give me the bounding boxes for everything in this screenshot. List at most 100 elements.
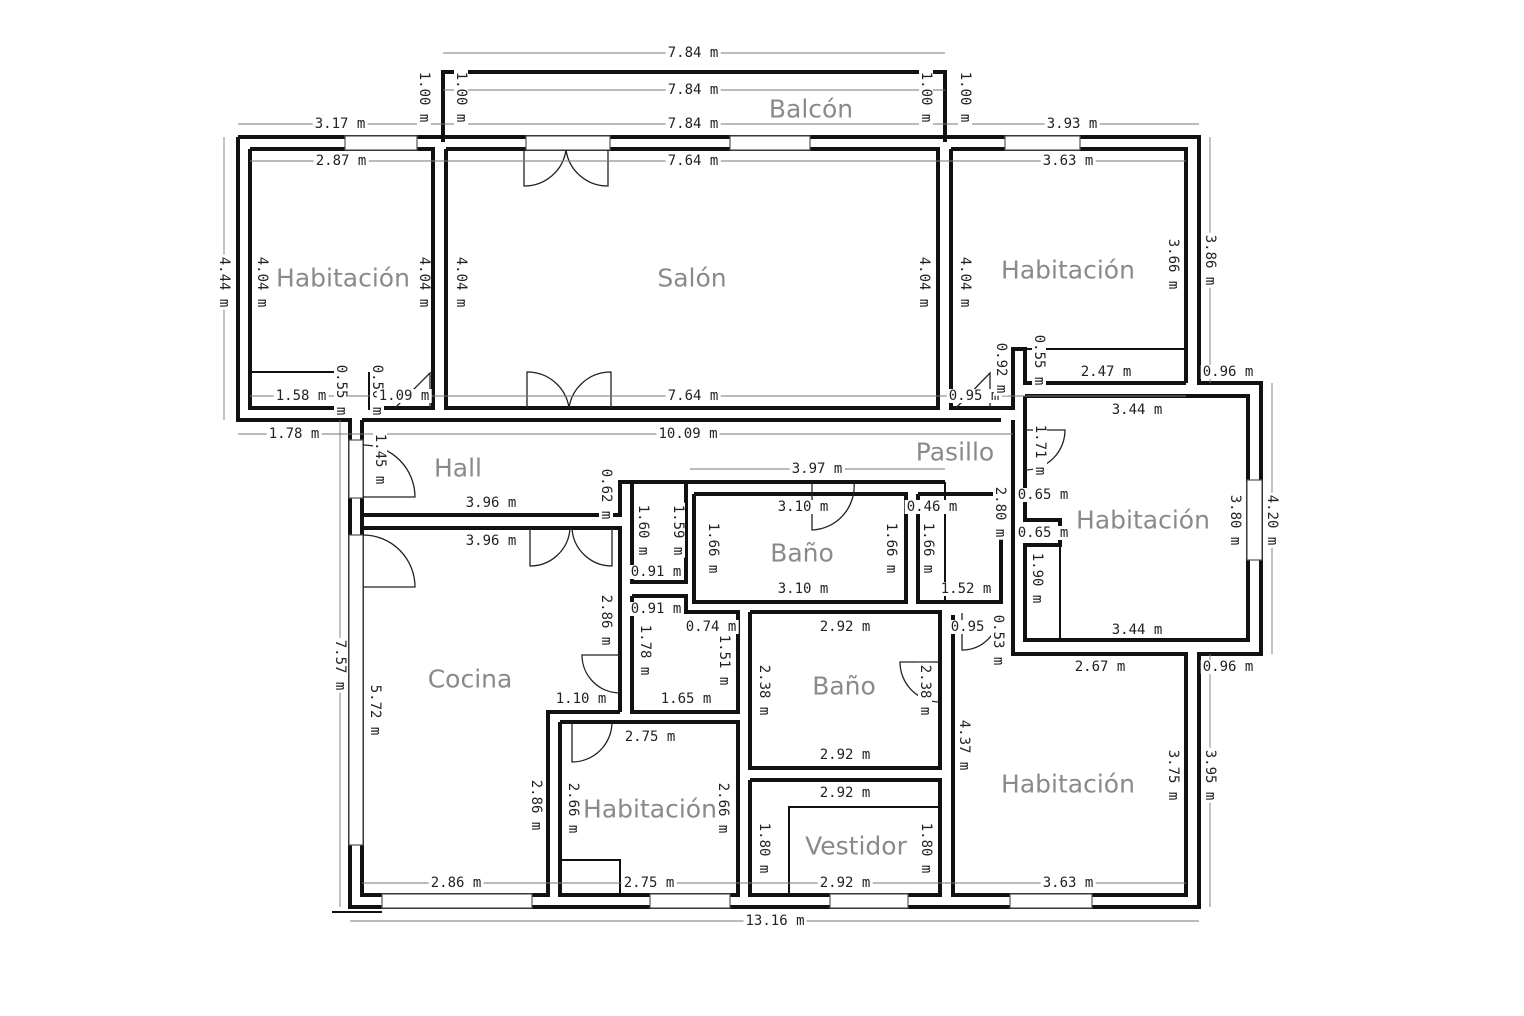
dimension-label: 3.10 m — [775, 581, 831, 597]
dimension-label: 0.46 m — [904, 499, 960, 515]
room-label-habitacion-e: Habitación — [1076, 505, 1210, 535]
dimension-label: 1.66 m — [883, 520, 899, 576]
room-label-habitacion-s: Habitación — [583, 794, 717, 824]
dimension-label: 5.72 m — [367, 682, 383, 738]
dimension-label: 1.66 m — [705, 520, 721, 576]
room-label-hall: Hall — [433, 453, 483, 483]
room-label-bano-1: Baño — [770, 538, 834, 568]
dimension-label: 0.65 m — [1015, 487, 1071, 503]
dimension-label: 2.38 m — [756, 662, 772, 718]
dimension-label: 2.86 m — [428, 875, 484, 891]
room-label-cocina: Cocina — [427, 664, 513, 694]
dimension-label: 3.97 m — [789, 461, 845, 477]
dimension-label: 2.86 m — [528, 777, 544, 833]
dimension-label: 3.63 m — [1040, 875, 1096, 891]
dimension-label: 2.67 m — [1072, 659, 1128, 675]
dimension-label: 2.92 m — [817, 747, 873, 763]
dimension-label: 7.57 m — [332, 637, 348, 693]
dimension-label: 2.75 m — [621, 875, 677, 891]
dimension-label: 1.66 m — [920, 520, 936, 576]
balcony-railing — [441, 70, 947, 142]
room-label-bano-2: Baño — [812, 671, 876, 701]
windows — [344, 135, 1263, 909]
dimension-label: 2.92 m — [817, 619, 873, 635]
dimension-label: 0.92 m — [993, 340, 1009, 396]
dimension-label: 3.44 m — [1109, 402, 1165, 418]
dimension-label: 0.53 m — [990, 612, 1006, 668]
room-label-salon: Salón — [657, 263, 727, 293]
dimension-label: 1.78 m — [266, 426, 322, 442]
dimension-label: 3.17 m — [312, 116, 368, 132]
dimension-label: 3.86 m — [1202, 232, 1218, 288]
dimension-label: 0.95 m — [948, 619, 1004, 635]
room-label-habitacion-nw: Habitación — [276, 263, 410, 293]
dimension-label: 7.84 m — [665, 116, 721, 132]
dimension-label: 2.66 m — [715, 780, 731, 836]
dimension-label: 4.04 m — [254, 254, 270, 310]
dimension-label: 1.09 m — [376, 388, 432, 404]
dimension-label: 0.65 m — [1015, 525, 1071, 541]
dimension-label: 2.80 m — [992, 484, 1008, 540]
dimension-label: 10.09 m — [656, 426, 720, 442]
dimension-label: 1.80 m — [918, 820, 934, 876]
dimension-label: 4.04 m — [916, 254, 932, 310]
dimension-label: 4.04 m — [416, 254, 432, 310]
dimension-label: 2.92 m — [817, 875, 873, 891]
dimension-label: 1.60 m — [635, 502, 651, 558]
dimension-label: 2.75 m — [622, 729, 678, 745]
dimension-label: 1.59 m — [670, 502, 686, 558]
dimension-label: 1.58 m — [273, 388, 329, 404]
dimension-label: 1.51 m — [716, 632, 732, 688]
dimension-label: 1.65 m — [658, 691, 714, 707]
dimension-label: 1.80 m — [756, 820, 772, 876]
dimension-label: 3.96 m — [463, 495, 519, 511]
dimension-label: 2.66 m — [565, 780, 581, 836]
dimension-label: 3.44 m — [1109, 622, 1165, 638]
dimension-label: 0.96 m — [1200, 659, 1256, 675]
dimension-label: 1.90 m — [1029, 550, 1045, 606]
dimension-label: 4.44 m — [216, 254, 232, 310]
dimension-label: 2.92 m — [817, 785, 873, 801]
dimension-label: 1.78 m — [637, 622, 653, 678]
room-label-habitacion-ne: Habitación — [1001, 255, 1135, 285]
dimension-label: 7.84 m — [665, 82, 721, 98]
dimension-label: 1.00 m — [957, 69, 973, 125]
dimension-label: 4.37 m — [956, 717, 972, 773]
dimension-label: 1.52 m — [938, 581, 994, 597]
dimension-label: 2.87 m — [313, 153, 369, 169]
dimension-label: 0.55 m — [333, 362, 349, 418]
dimension-label: 3.93 m — [1044, 116, 1100, 132]
dimension-label: 4.04 m — [453, 254, 469, 310]
dimension-label: 13.16 m — [743, 913, 807, 929]
dimension-label: 1.00 m — [453, 69, 469, 125]
dimension-label: 3.66 m — [1165, 236, 1181, 292]
dimension-label: 0.91 m — [628, 601, 684, 617]
dimension-label: 7.64 m — [665, 388, 721, 404]
room-label-vestidor: Vestidor — [805, 831, 907, 861]
dimension-label: 1.00 m — [416, 69, 432, 125]
dimension-label: 2.38 m — [917, 662, 933, 718]
dimension-label: 0.62 m — [598, 466, 614, 522]
dimension-label: 0.55 m — [1031, 332, 1047, 388]
room-label-balcon: Balcón — [768, 94, 854, 124]
room-label-habitacion-se: Habitación — [1001, 769, 1135, 799]
dimension-label: 3.95 m — [1202, 747, 1218, 803]
dimension-label: 2.47 m — [1078, 364, 1134, 380]
dimension-label: 3.63 m — [1040, 153, 1096, 169]
dimension-label: 7.84 m — [665, 45, 721, 61]
dimension-label: 3.75 m — [1165, 747, 1181, 803]
dimension-label: 0.74 m — [683, 619, 739, 635]
dimension-label: 3.80 m — [1227, 492, 1243, 548]
dimension-label: 2.86 m — [598, 592, 614, 648]
dimension-label: 3.10 m — [775, 499, 831, 515]
dimension-label: 1.10 m — [553, 691, 609, 707]
dimension-label: 1.00 m — [918, 69, 934, 125]
dimension-label: 1.71 m — [1032, 422, 1048, 478]
dimension-label: 3.96 m — [463, 533, 519, 549]
dimension-label: 4.04 m — [957, 254, 973, 310]
dimension-label: 4.20 m — [1264, 492, 1280, 548]
dimension-label: 0.96 m — [1200, 364, 1256, 380]
dimension-label: 7.64 m — [665, 153, 721, 169]
dimension-label: 1.45 m — [372, 431, 388, 487]
